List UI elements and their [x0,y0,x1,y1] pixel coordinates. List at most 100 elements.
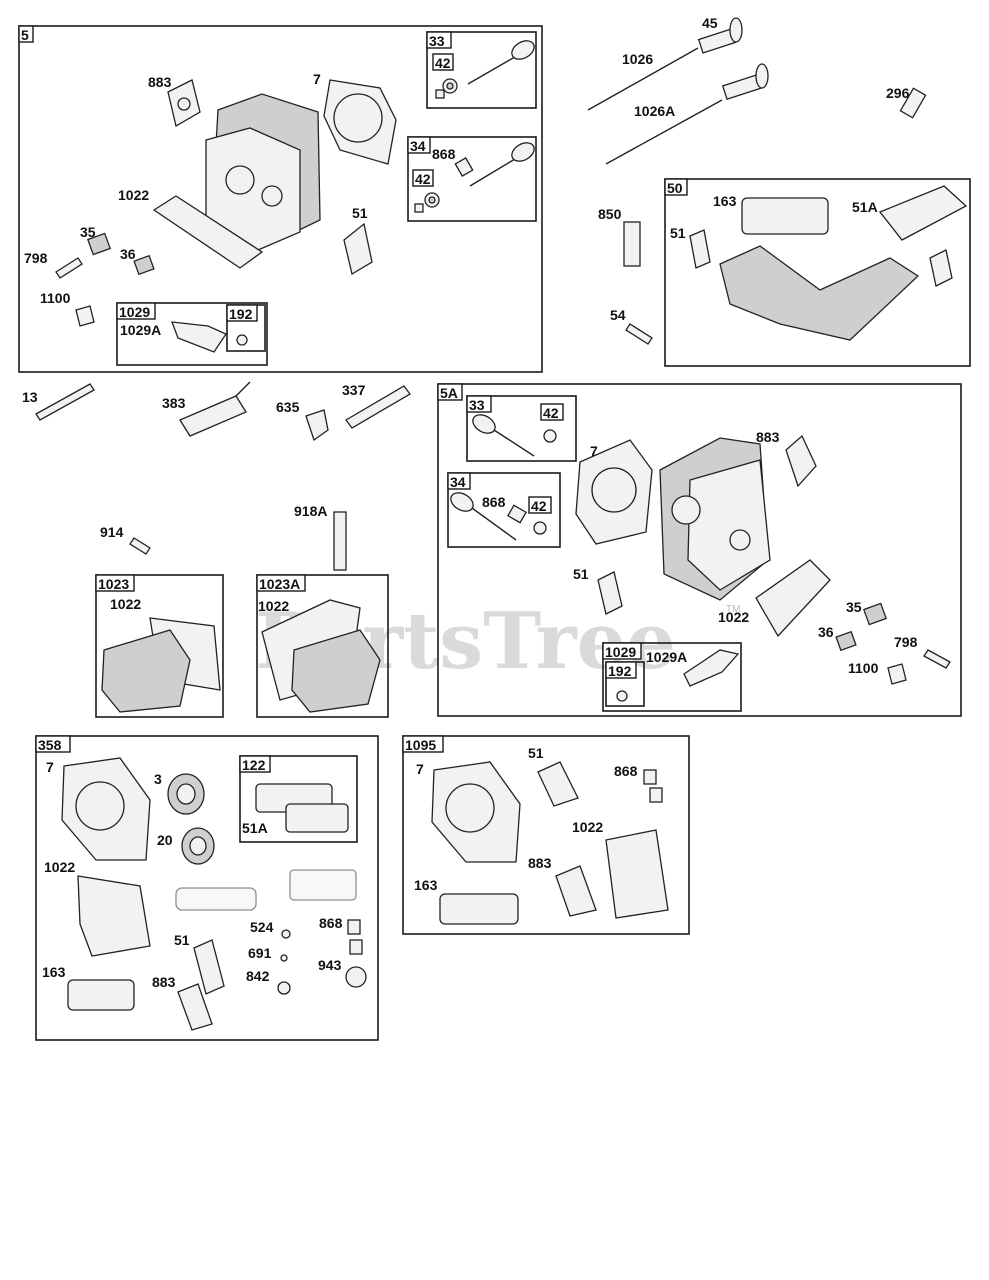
valve-seal-part[interactable] [349,939,363,955]
intake-gasket-part[interactable] [343,222,373,276]
label-691[interactable]: 691 [248,945,272,961]
gasket-part[interactable] [555,865,597,917]
valve-seal-part[interactable] [347,919,361,935]
gasket-part[interactable] [67,979,135,1011]
spark-plug-part[interactable] [345,385,411,429]
pushrod-part[interactable] [605,99,723,165]
label-1022[interactable]: 1022 [110,596,141,612]
retainer-part[interactable] [75,305,95,327]
label-1100[interactable]: 1100 [848,660,879,676]
gasket-part[interactable] [175,887,257,911]
group-34-tag[interactable]: 34 [450,474,466,490]
label-883[interactable]: 883 [148,74,172,90]
valve-part[interactable] [470,411,535,457]
spark-plug-boot-part[interactable] [305,409,329,442]
o-ring-part[interactable] [280,954,288,962]
label-798[interactable]: 798 [24,250,48,266]
label-883[interactable]: 883 [528,855,552,871]
label-842[interactable]: 842 [246,968,270,984]
label-850[interactable]: 850 [598,206,622,222]
bolt-part[interactable] [35,383,95,421]
spring-part[interactable] [86,232,112,256]
label-914[interactable]: 914 [100,524,124,540]
valve-seal-part[interactable] [414,192,440,213]
label-635[interactable]: 635 [276,399,300,415]
label-7[interactable]: 7 [313,71,321,87]
label-3[interactable]: 3 [154,771,162,787]
label-1029A[interactable]: 1029A [646,649,687,665]
intake-gasket-part[interactable] [193,939,225,995]
label-35[interactable]: 35 [846,599,862,615]
valve-cover-gasket-part[interactable] [77,875,151,957]
spring-part[interactable] [835,630,857,652]
valve-cover-gasket-part[interactable] [605,829,669,919]
label-7[interactable]: 7 [590,443,598,459]
label-383[interactable]: 383 [162,395,186,411]
retainer-part[interactable] [887,663,907,685]
label-883[interactable]: 883 [756,429,780,445]
group-1029-tag[interactable]: 1029 [119,304,150,320]
group-34-tag[interactable]: 34 [410,138,426,154]
o-ring-part[interactable] [345,966,367,988]
label-51A[interactable]: 51A [242,820,268,836]
label-883[interactable]: 883 [152,974,176,990]
group-50-tag[interactable]: 50 [667,180,683,196]
valve-cover-gasket-part[interactable] [755,559,831,638]
spring-part[interactable] [133,254,155,276]
sealant-tube-part[interactable] [623,221,641,267]
group-192-tag[interactable]: 192 [608,663,632,679]
label-51[interactable]: 51 [670,225,686,241]
intake-gasket-part[interactable] [597,571,623,615]
group-33-tag[interactable]: 33 [429,33,445,49]
screw-part[interactable] [129,537,151,555]
screw-part[interactable] [55,257,83,279]
label-51[interactable]: 51 [528,745,544,761]
pushrod-part[interactable] [587,47,699,111]
o-ring-part[interactable] [281,929,291,939]
valve-cover-part[interactable] [101,629,191,713]
label-798[interactable]: 798 [894,634,918,650]
tube-part[interactable] [333,511,347,571]
label-1029A[interactable]: 1029A [120,322,161,338]
label-36[interactable]: 36 [120,246,136,262]
group-5A-tag[interactable]: 5A [440,385,458,401]
label-51A[interactable]: 51A [852,199,878,215]
nut-part[interactable] [616,690,628,702]
label-45[interactable]: 45 [702,15,718,31]
label-1026A[interactable]: 1026A [634,103,675,119]
label-51[interactable]: 51 [174,932,190,948]
group-1023A-tag[interactable]: 1023A [259,576,300,592]
label-1022[interactable]: 1022 [118,187,149,203]
gasket-part[interactable] [439,893,519,925]
label-868[interactable]: 868 [319,915,343,931]
valve-part[interactable] [467,37,537,85]
label-20[interactable]: 20 [157,832,173,848]
label-51[interactable]: 51 [352,205,368,221]
group-192-tag[interactable]: 192 [229,306,253,322]
group-5-tag[interactable]: 5 [21,27,29,43]
intake-gasket-part[interactable] [537,761,579,807]
gasket-part[interactable] [285,803,349,833]
valve-cover-part[interactable] [291,629,381,713]
label-13[interactable]: 13 [22,389,38,405]
valve-guide-part[interactable] [697,17,743,54]
label-1100[interactable]: 1100 [40,290,71,306]
screw-part[interactable] [625,323,653,345]
valve-seal-part[interactable] [435,78,458,99]
rocker-arm-part[interactable] [683,649,740,687]
label-51[interactable]: 51 [573,566,589,582]
valve-seal-part[interactable] [533,521,547,535]
label-337[interactable]: 337 [342,382,366,398]
label-163[interactable]: 163 [414,877,438,893]
label-918A[interactable]: 918A [294,503,327,519]
gasket-part[interactable] [929,249,953,287]
gasket-part[interactable] [741,197,829,235]
gasket-part[interactable] [689,229,711,269]
spring-part[interactable] [862,602,888,626]
label-868[interactable]: 868 [482,494,506,510]
group-33-tag[interactable]: 33 [469,397,485,413]
ring-part[interactable] [277,981,291,995]
label-868[interactable]: 868 [432,146,456,162]
label-35[interactable]: 35 [80,224,96,240]
label-524[interactable]: 524 [250,919,274,935]
